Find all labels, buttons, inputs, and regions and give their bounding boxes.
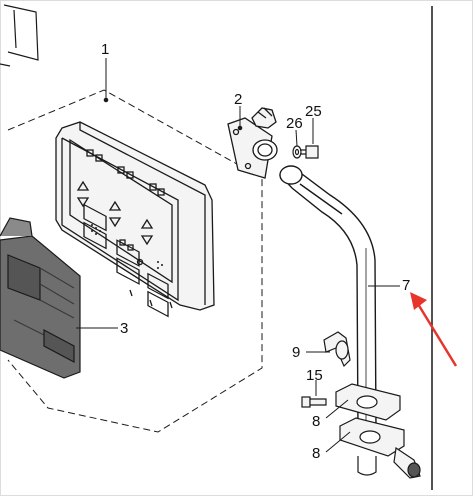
protective-cover xyxy=(0,217,81,379)
callout-8-upper: 8 xyxy=(312,413,320,430)
screw-part-15 xyxy=(301,396,327,408)
pole-lower-end xyxy=(357,456,377,476)
display-window-left xyxy=(83,203,107,250)
adjuster-lever-part-9 xyxy=(323,331,351,368)
washer-part-26 xyxy=(292,145,302,159)
callout-1: 1 xyxy=(101,41,109,58)
callout-7: 7 xyxy=(402,277,410,294)
bolt-part-25 xyxy=(300,145,319,159)
knob-bottom-right xyxy=(393,446,421,479)
callout-labels: 1 2 26 25 7 3 9 15 8 8 xyxy=(101,41,410,462)
display-window-right xyxy=(147,272,169,318)
clamp-block-upper xyxy=(335,383,401,421)
partial-bracket-top-left xyxy=(0,4,39,67)
mounting-clamp xyxy=(227,107,278,179)
callout-2: 2 xyxy=(234,91,242,108)
callout-26: 26 xyxy=(286,115,303,132)
red-arrow-annotation xyxy=(410,292,458,367)
assembly-dashed-boundary xyxy=(7,89,263,433)
panel-buttons xyxy=(76,149,165,266)
callout-8-lower: 8 xyxy=(312,445,320,462)
callout-3: 3 xyxy=(120,320,128,337)
control-panel xyxy=(55,121,215,318)
callout-15: 15 xyxy=(306,367,323,384)
clamp-block-lower xyxy=(339,417,405,457)
leader-lines xyxy=(76,58,400,453)
panel-dot-grid xyxy=(91,224,163,269)
callout-25: 25 xyxy=(305,103,322,120)
callout-9: 9 xyxy=(292,344,300,361)
